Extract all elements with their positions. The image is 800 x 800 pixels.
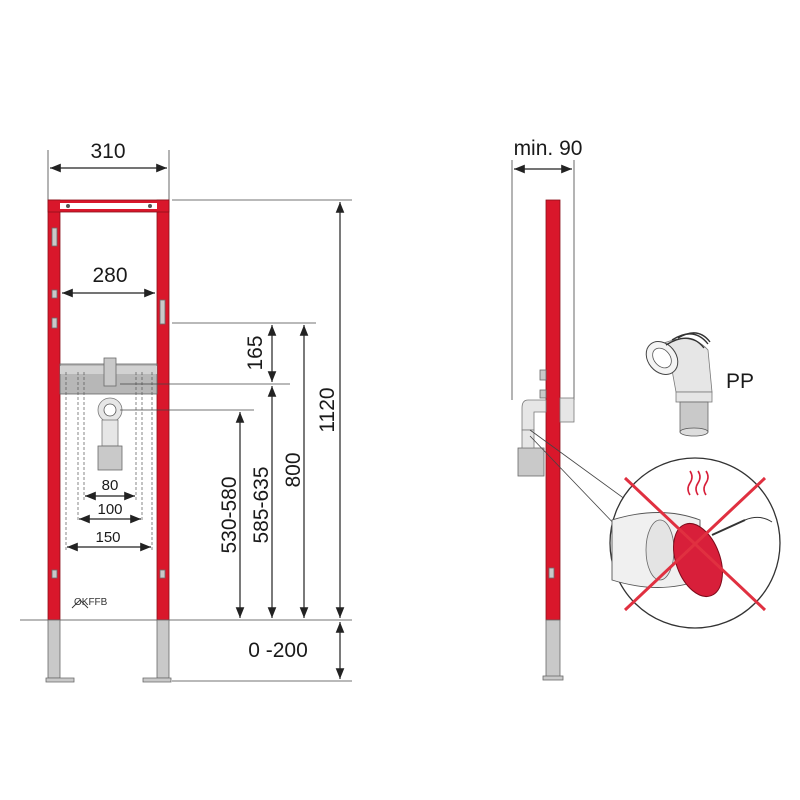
- top-rail-hole: [66, 204, 70, 208]
- side-bracket: [559, 397, 575, 423]
- dim-label-530-580: 530-580: [218, 476, 241, 553]
- floor-marker-triangle: [71, 599, 89, 609]
- heat-wave-icon: [703, 470, 709, 496]
- heater-handle: [711, 519, 746, 536]
- dim-label-585-635: 585-635: [250, 466, 273, 543]
- adapter-rib: [671, 333, 709, 345]
- adapter-spigot: [679, 401, 709, 433]
- left-clip-lower: [51, 317, 58, 329]
- side-drain-elbow: [521, 399, 547, 431]
- side-foot: [542, 675, 564, 681]
- heater-cable: [744, 516, 773, 523]
- heater-disc: [673, 523, 723, 597]
- right-clip: [159, 299, 166, 325]
- dim-label-1120: 1120: [316, 387, 339, 432]
- heat-wave-icon: [687, 470, 693, 496]
- left-lower-clip: [51, 569, 58, 579]
- detail-pipe-joint: [645, 519, 675, 581]
- right-foot: [142, 677, 172, 683]
- dim-label-280: 280: [92, 264, 127, 287]
- side-view: min. 90: [511, 137, 641, 681]
- dim-label-100: 100: [97, 501, 122, 518]
- detail-leader-line-2: [529, 435, 621, 531]
- dim-label-165: 165: [244, 335, 267, 370]
- left-clip: [51, 289, 58, 299]
- top-rail-slot: [60, 203, 157, 209]
- dim-label-150: 150: [95, 529, 120, 546]
- side-trap-pipe: [521, 429, 535, 449]
- side-clip-mid: [539, 389, 547, 399]
- adapter-spigot-end: [679, 427, 709, 437]
- adapter-collar: [675, 391, 713, 403]
- side-frame-profile: [545, 199, 561, 621]
- no-heat-detail: [609, 457, 781, 629]
- frame-left-upright: [47, 199, 61, 621]
- dim-label-800: 800: [282, 452, 305, 487]
- adapter-rib: [677, 332, 711, 343]
- dim-label-min-90: min. 90: [514, 137, 583, 160]
- left-bracket: [51, 227, 58, 247]
- trap-pipe: [101, 419, 119, 447]
- left-leg: [47, 619, 61, 679]
- trap-body: [97, 445, 123, 471]
- pp-label: PP: [726, 370, 754, 393]
- side-clip-top: [539, 369, 547, 381]
- side-trap: [517, 447, 545, 477]
- top-rail-hole: [148, 204, 152, 208]
- dim-label-310: 310: [90, 140, 125, 163]
- cross-out-line-2: [623, 476, 767, 612]
- adapter-rib: [665, 337, 705, 349]
- pp-adapter: PP: [645, 332, 754, 437]
- side-leg: [545, 619, 561, 679]
- heat-wave-icon: [695, 470, 701, 496]
- front-view: 310 280 80: [20, 140, 352, 683]
- detail-leader-line-1: [529, 429, 641, 511]
- dim-label-80: 80: [102, 477, 119, 494]
- right-leg: [156, 619, 170, 679]
- right-lower-clip: [159, 569, 166, 579]
- floor-label: OKFFB: [74, 597, 108, 608]
- left-foot: [45, 677, 75, 683]
- drain-connector-top: [103, 357, 117, 387]
- adapter-inlet-inner: [652, 347, 672, 369]
- drain-outlet-inner: [103, 403, 117, 417]
- side-lower-clip: [548, 567, 555, 579]
- dim-label-0-200: 0 -200: [248, 639, 308, 662]
